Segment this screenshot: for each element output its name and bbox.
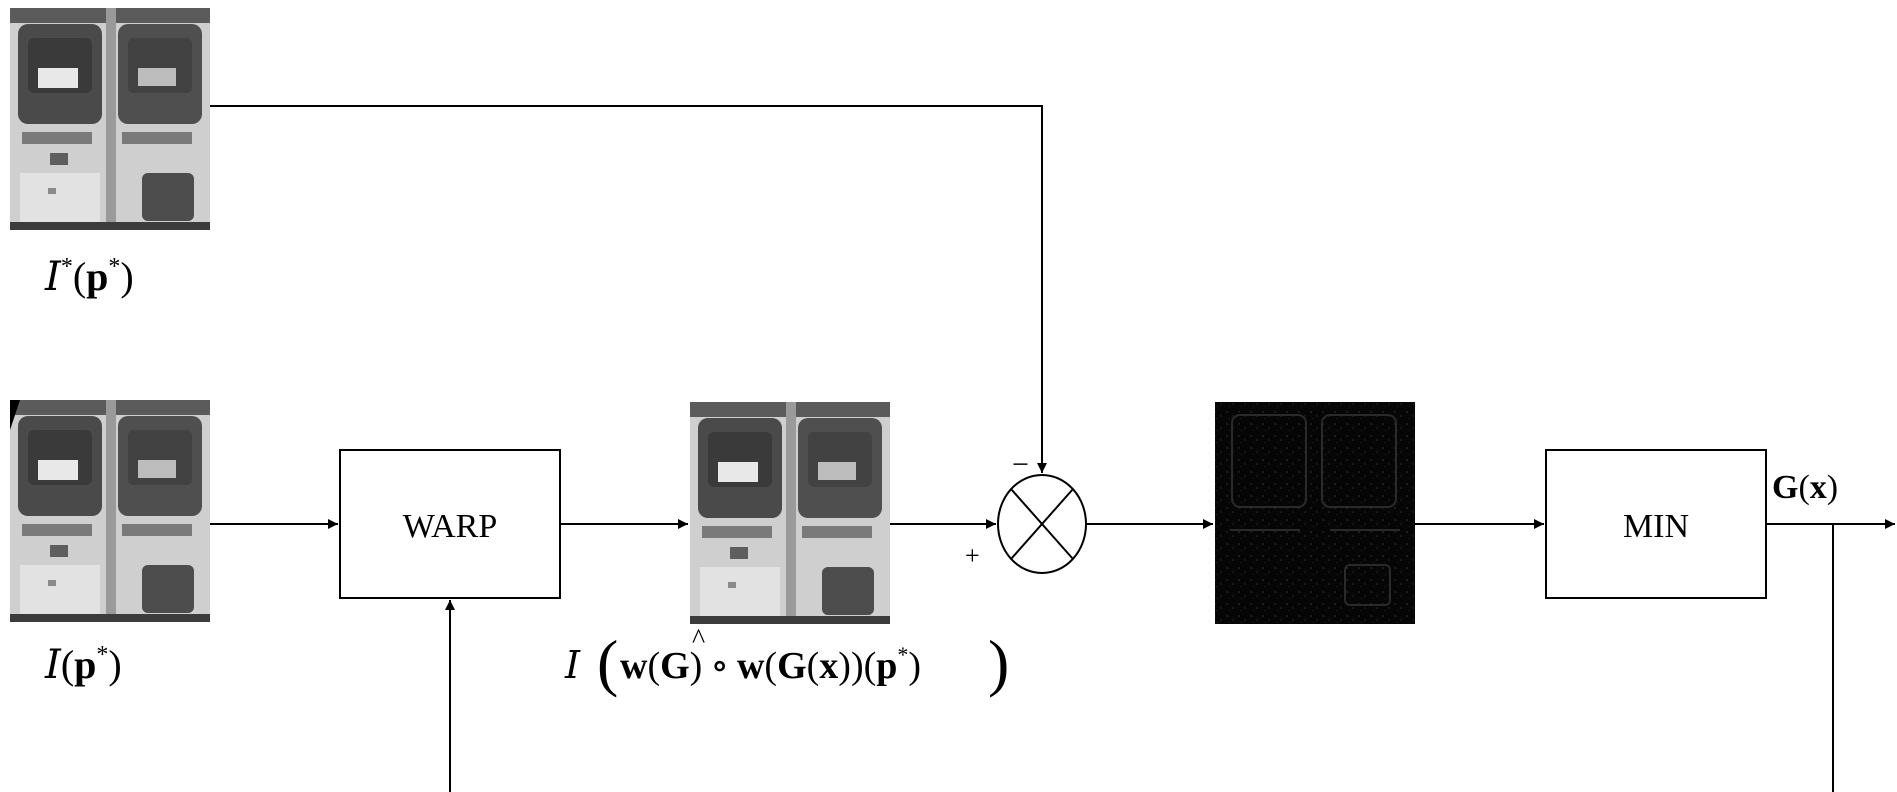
hat-accent: ^ [692,624,705,655]
error-image-edges [1230,414,1400,606]
svg-text:): ) [988,627,1009,698]
current-image-label: I(p*) [44,642,122,688]
min-block [1545,449,1767,599]
subtractor-circle-x-icon [997,474,1087,574]
svg-text:w(G)∘w(G(x))(p*): w(G)∘w(G(x))(p*) [620,642,921,687]
warped-image-label: I ( w(G)∘w(G(x))(p*) ^ ) [564,624,1009,698]
min-label: MIN [1623,508,1689,545]
reference-image-label: I*(p*) [44,254,134,300]
warp-label: WARP [403,508,497,545]
reference-image-patch [10,8,210,230]
warped-image-patch [690,402,890,624]
svg-text:I: I [564,643,581,687]
current-image-patch [10,400,210,622]
error-image-patch [1215,402,1415,624]
plus-sign: + [965,541,980,570]
connectors [210,105,1895,792]
svg-text:(: ( [597,627,618,698]
warp-block [339,449,561,599]
reference-to-subtractor-arrow [210,105,1047,473]
minus-sign: − [1012,448,1029,481]
output-label: G(x) [1772,469,1838,506]
